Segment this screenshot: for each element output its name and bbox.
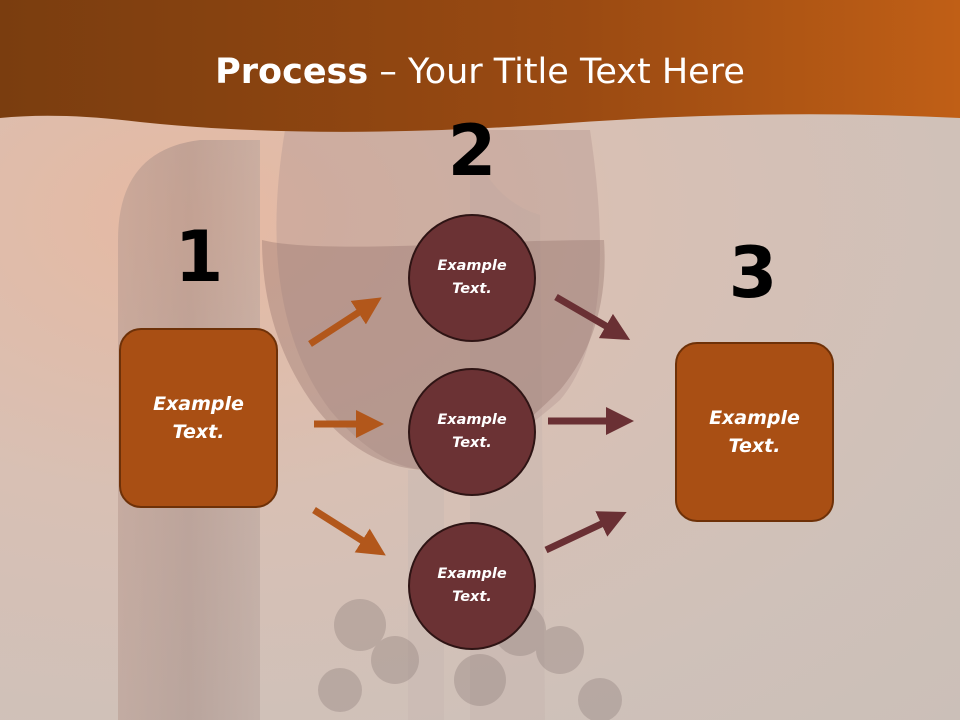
step2-circle-top-text: Example Text.	[437, 257, 507, 297]
step2-number: 2	[447, 110, 497, 192]
arrow-step1-to-top	[308, 297, 382, 347]
title-bold: Process	[215, 52, 369, 92]
slide-title: Process – Your Title Text Here	[0, 52, 960, 92]
title-rest: – Your Title Text Here	[368, 52, 745, 92]
arrow-step1-to-bottom	[312, 507, 386, 556]
step2-circle-bottom-text: Example Text.	[437, 565, 507, 605]
step3-text: Example Text.	[709, 406, 800, 458]
step2-circle-middle[interactable]: Example Text.	[408, 368, 536, 496]
step3-box[interactable]: Example Text.	[675, 342, 834, 522]
step2-circle-middle-text: Example Text.	[437, 411, 507, 451]
step1-number: 1	[174, 216, 224, 298]
step1-text: Example Text.	[153, 392, 244, 444]
step3-number: 3	[728, 232, 778, 314]
arrow-top-to-step3	[554, 293, 631, 341]
arrow-bottom-to-step3	[544, 511, 627, 554]
step2-circle-bottom[interactable]: Example Text.	[408, 522, 536, 650]
step1-box[interactable]: Example Text.	[119, 328, 278, 508]
step2-circle-top[interactable]: Example Text.	[408, 214, 536, 342]
